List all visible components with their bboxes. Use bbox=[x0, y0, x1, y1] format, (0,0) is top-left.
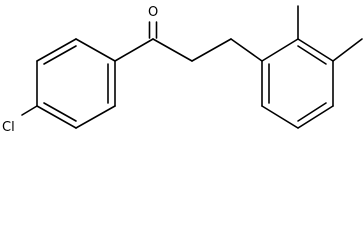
dimethylphenyl-ring bbox=[261, 38, 334, 129]
oxygen-atom-label: O bbox=[148, 5, 158, 20]
ring-b-double-1 bbox=[297, 45, 327, 65]
ring-b-bond-2 bbox=[297, 38, 334, 62]
methyl-bond-2 bbox=[332, 38, 363, 62]
ring-b-double-2 bbox=[297, 102, 327, 122]
chlorine-bond bbox=[21, 105, 38, 116]
ring-b-bond-5 bbox=[261, 105, 299, 129]
ring-a-bond-4 bbox=[75, 105, 116, 129]
ring-a-bond-1 bbox=[36, 38, 77, 62]
chain-bond-1 bbox=[152, 38, 193, 62]
ring-a-bond-2 bbox=[75, 38, 116, 62]
carbonyl-to-ring-bond bbox=[114, 38, 154, 62]
ring-b-bond-4 bbox=[297, 105, 334, 129]
chlorophenyl-ring bbox=[36, 38, 116, 129]
chemical-structure-diagram: Cl O bbox=[2, 5, 363, 135]
chain-to-ring-bond bbox=[230, 38, 263, 62]
chain-bond-2 bbox=[191, 38, 232, 62]
ring-a-double-1 bbox=[43, 45, 77, 65]
ring-a-bond-5 bbox=[36, 105, 77, 129]
ring-b-bond-1 bbox=[261, 38, 299, 62]
chlorine-atom-label: Cl bbox=[2, 120, 15, 135]
ring-a-double-3 bbox=[43, 102, 77, 122]
